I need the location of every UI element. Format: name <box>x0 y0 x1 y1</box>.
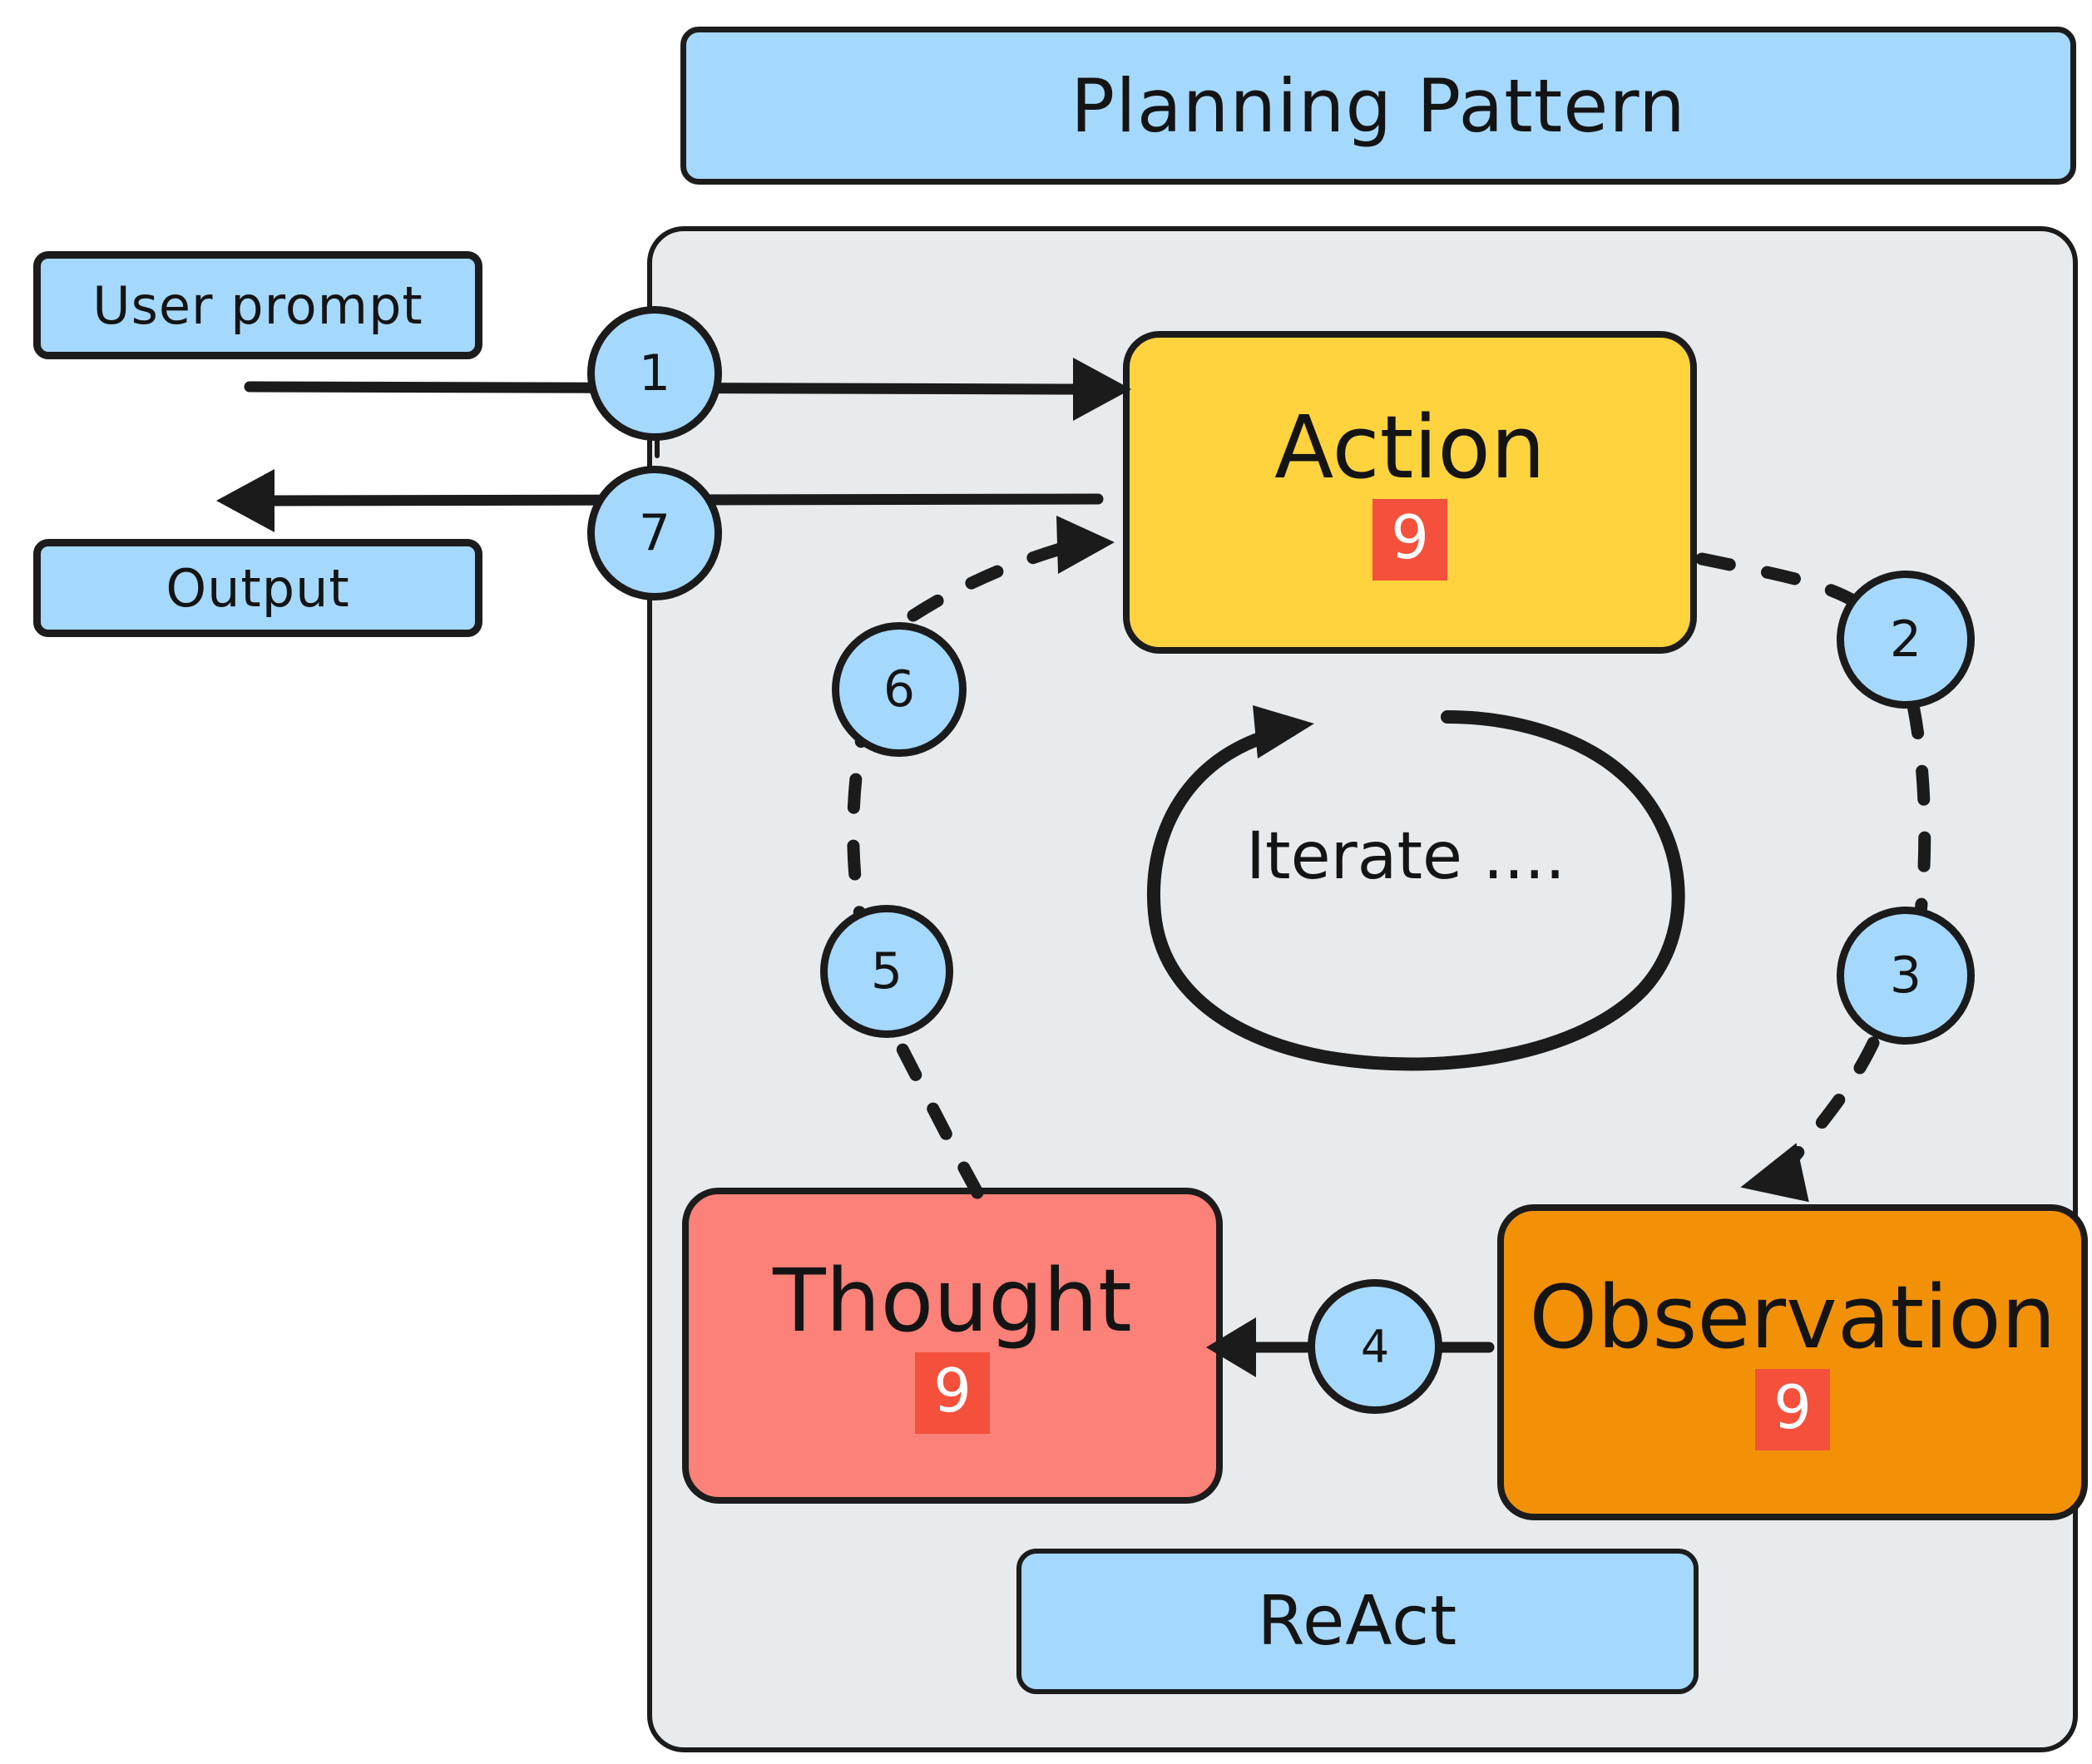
diagram-title: Planning Pattern <box>680 27 2076 185</box>
step-marker-2-text: 2 <box>1889 610 1922 669</box>
step-marker-4-text: 4 <box>1360 1320 1390 1373</box>
step-marker-1-text: 1 <box>638 344 671 403</box>
step-marker-7[interactable]: 7 <box>587 466 722 600</box>
user-prompt-text: User prompt <box>92 274 423 336</box>
arrowhead-to-output <box>216 469 274 532</box>
step-marker-7-text: 7 <box>638 504 671 562</box>
node-thought-badge: 9 <box>915 1352 990 1434</box>
node-action-badge: 9 <box>1372 499 1447 581</box>
node-thought-label: Thought <box>773 1250 1132 1351</box>
step-marker-6[interactable]: 6 <box>832 622 967 757</box>
output-label: Output <box>33 539 482 637</box>
step-marker-1[interactable]: 1 <box>587 306 722 441</box>
node-observation[interactable]: Observation 9 <box>1497 1204 2088 1520</box>
step-marker-4[interactable]: 4 <box>1308 1279 1442 1414</box>
react-label: ReAct <box>1016 1549 1699 1694</box>
step-marker-3-text: 3 <box>1889 946 1922 1005</box>
step-marker-2[interactable]: 2 <box>1837 571 1975 709</box>
iterate-text: Iterate .... <box>1246 819 1565 894</box>
node-action[interactable]: Action 9 <box>1123 331 1697 654</box>
node-observation-label: Observation <box>1529 1267 2056 1368</box>
node-action-label: Action <box>1274 397 1546 498</box>
react-text: ReAct <box>1257 1582 1458 1661</box>
node-thought[interactable]: Thought 9 <box>682 1188 1223 1504</box>
diagram-title-text: Planning Pattern <box>1071 62 1686 149</box>
iterate-label: Iterate .... <box>1189 819 1622 894</box>
step-marker-5-text: 5 <box>870 942 903 1001</box>
output-text: Output <box>166 557 350 619</box>
user-prompt-label: User prompt <box>33 251 482 359</box>
node-observation-badge: 9 <box>1755 1369 1830 1450</box>
step-marker-5[interactable]: 5 <box>820 905 953 1038</box>
step-marker-6-text: 6 <box>883 660 916 719</box>
step-marker-3[interactable]: 3 <box>1837 907 1975 1045</box>
